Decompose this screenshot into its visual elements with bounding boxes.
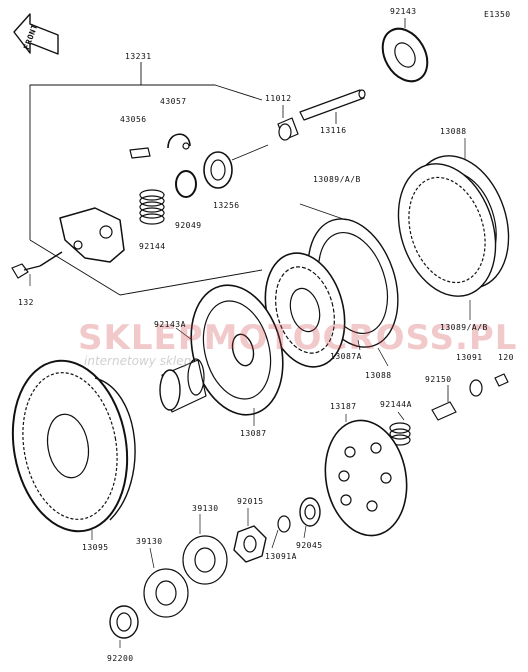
part-label-13088: 13088 bbox=[440, 127, 467, 136]
release-lever bbox=[39, 207, 125, 267]
bolt-120 bbox=[494, 373, 509, 387]
collar-13091a bbox=[277, 515, 291, 533]
part-label-13187: 13187 bbox=[330, 402, 357, 411]
clutch-housing-13095 bbox=[11, 359, 136, 533]
friction-plate-13089 bbox=[397, 163, 497, 297]
washer-13091 bbox=[469, 379, 483, 397]
seal-92143 bbox=[381, 18, 429, 83]
bolt-132 bbox=[11, 263, 41, 279]
clip-43057 bbox=[167, 133, 191, 150]
part-label-132: 132 bbox=[18, 298, 34, 307]
part-label-120: 120 bbox=[498, 353, 514, 362]
collar-11012 bbox=[277, 105, 299, 141]
part-label-92143a: 92143A bbox=[154, 320, 186, 329]
part-label-13088-b: 13088 bbox=[365, 371, 392, 380]
assembly-bracket-13231 bbox=[29, 62, 263, 296]
watermark-tagline: internetowy sklep bbox=[84, 354, 192, 368]
diagram-code: E1350 bbox=[484, 10, 511, 19]
part-label-13087a: 13087A bbox=[330, 352, 362, 361]
spring-washer-39130-b bbox=[143, 568, 189, 618]
bearing-13256 bbox=[203, 144, 269, 189]
pressure-plate-13187 bbox=[324, 419, 408, 537]
spring-92144 bbox=[139, 189, 165, 225]
push-rod-13116 bbox=[299, 89, 366, 124]
part-label-92143: 92143 bbox=[390, 7, 417, 16]
part-label-43057: 43057 bbox=[160, 97, 187, 106]
leader-lines bbox=[29, 138, 471, 648]
part-label-39130-a: 39130 bbox=[192, 504, 219, 513]
pin-43056 bbox=[129, 147, 151, 159]
part-label-13116: 13116 bbox=[320, 126, 347, 135]
sleeve-92143a bbox=[159, 358, 207, 413]
part-label-13087: 13087 bbox=[240, 429, 267, 438]
part-label-11012: 11012 bbox=[265, 94, 292, 103]
part-label-39130-b: 39130 bbox=[136, 537, 163, 546]
front-arrow-icon bbox=[13, 13, 59, 55]
part-label-92144: 92144 bbox=[139, 242, 166, 251]
part-label-13091: 13091 bbox=[456, 353, 483, 362]
part-label-13091a: 13091A bbox=[265, 552, 297, 561]
part-label-13231: 13231 bbox=[125, 52, 152, 61]
nut-92015 bbox=[233, 525, 267, 563]
part-label-13089-b: 13089/A/B bbox=[440, 323, 488, 332]
needle-bearing-92200 bbox=[109, 605, 139, 639]
part-label-13095: 13095 bbox=[82, 543, 109, 552]
part-label-13256: 13256 bbox=[213, 201, 240, 210]
part-label-92150: 92150 bbox=[425, 375, 452, 384]
bearing-92045 bbox=[299, 497, 321, 527]
part-label-92144a: 92144A bbox=[380, 400, 412, 409]
part-label-92045: 92045 bbox=[296, 541, 323, 550]
part-label-13089-top: 13089/A/B bbox=[313, 175, 361, 184]
part-label-92200: 92200 bbox=[107, 654, 134, 663]
ring-92049 bbox=[175, 170, 197, 198]
part-label-92015: 92015 bbox=[237, 497, 264, 506]
bolt-92150 bbox=[431, 385, 457, 421]
watermark-brand: SKLEPMOTOCROSS.PL bbox=[78, 318, 518, 358]
part-label-92049: 92049 bbox=[175, 221, 202, 230]
spring-washer-39130-a bbox=[182, 535, 228, 585]
part-label-43056: 43056 bbox=[120, 115, 147, 124]
